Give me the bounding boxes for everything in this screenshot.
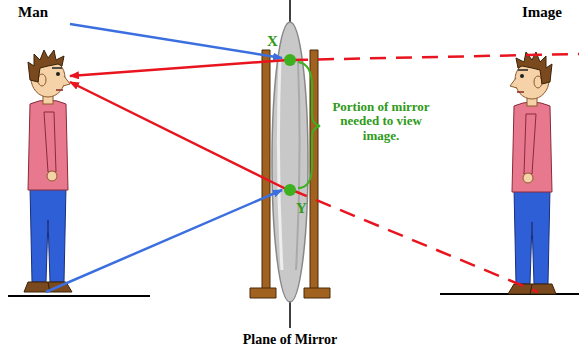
- figure-label: Man: [18, 4, 48, 21]
- plane-label: Plane of Mirror: [243, 332, 338, 347]
- point-label: Y: [296, 200, 307, 217]
- bracket-note: Portion of mirror needed to view image.: [322, 100, 440, 143]
- point-label: X: [267, 33, 278, 50]
- figure-label: Image: [522, 4, 562, 21]
